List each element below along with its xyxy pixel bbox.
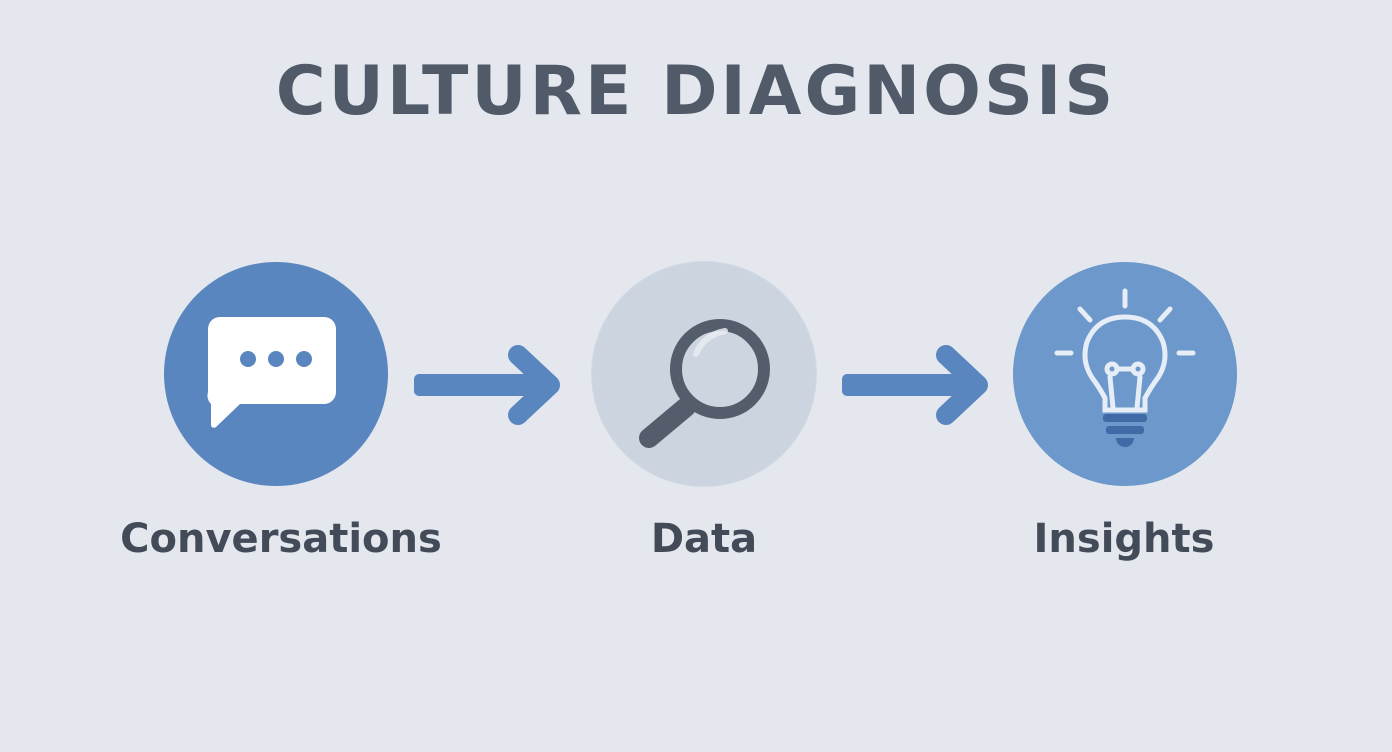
magnifying-glass-icon <box>639 319 770 448</box>
arrow-right-icon <box>414 345 560 425</box>
lightbulb-icon <box>1054 288 1196 447</box>
conversations-circle <box>164 262 388 486</box>
step-label-data: Data <box>650 516 758 562</box>
chat-bubble-icon <box>207 317 336 428</box>
data-circle <box>592 262 816 486</box>
step-label-conversations: Conversations <box>120 516 442 562</box>
insights-circle <box>1013 262 1237 486</box>
step-label-insights: Insights <box>1033 516 1215 562</box>
page-title: CULTURE DIAGNOSIS <box>275 52 1117 131</box>
arrow-right-icon <box>842 345 988 425</box>
